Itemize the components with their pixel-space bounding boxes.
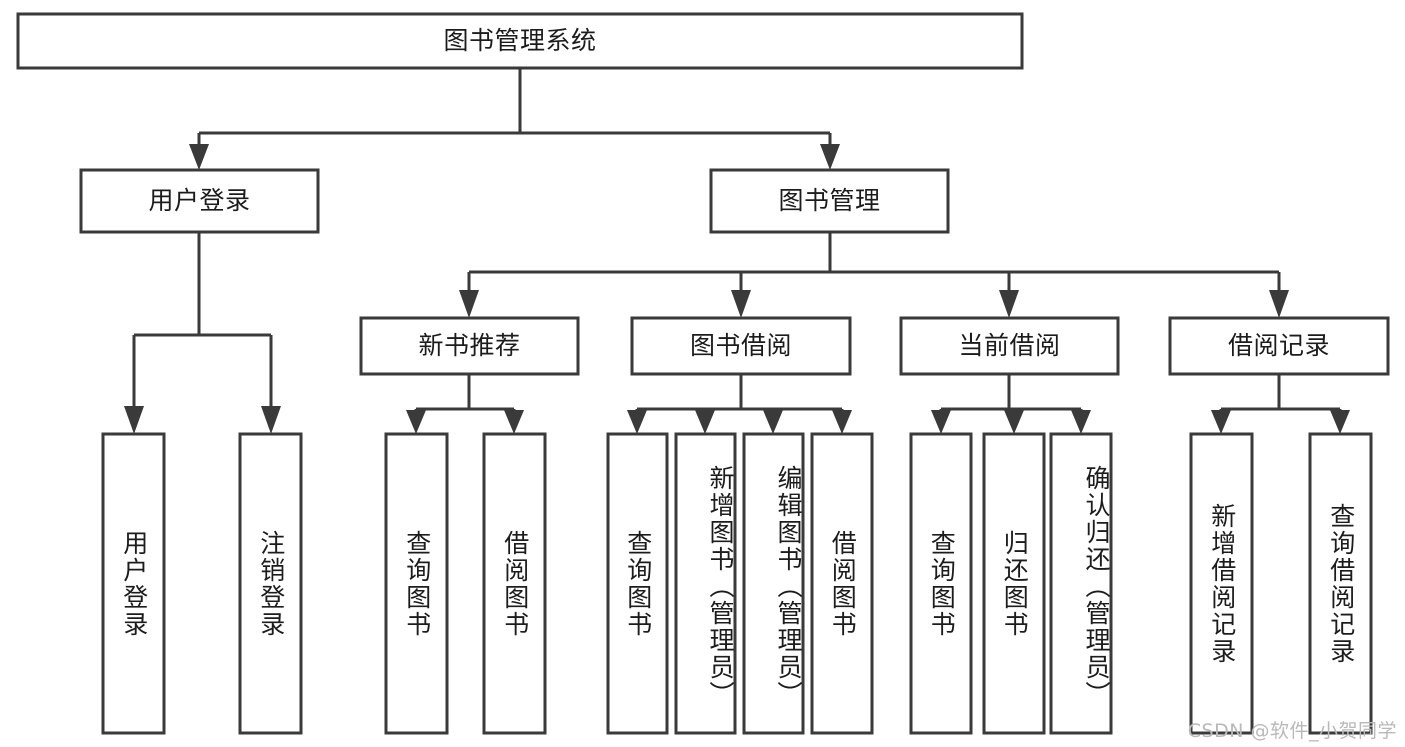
node-box-leaf-borrow-book-2[interactable]: [810, 432, 874, 735]
node-box-root[interactable]: [16, 12, 1024, 70]
arrowhead-borrow-record: [1269, 290, 1289, 318]
connector-group-user-login: [124, 232, 281, 434]
arrowhead-query-book-1: [406, 410, 426, 434]
node-box-leaf-borrow-book-1[interactable]: [482, 432, 547, 735]
arrowhead-leaf-user-login: [124, 406, 144, 434]
arrowhead-user-login: [189, 144, 209, 170]
arrowhead-book-mgmt: [820, 144, 840, 170]
node-box-leaf-confirm-return[interactable]: [1049, 432, 1113, 735]
arrowhead-query-book-3: [931, 410, 951, 434]
node-box-new-book-recommend[interactable]: [359, 316, 580, 376]
connector-group-new-book-rec: [406, 374, 524, 434]
arrowhead-borrow-book-1: [504, 410, 524, 434]
node-box-leaf-return-book[interactable]: [982, 432, 1046, 735]
connector-group-book-mgmt: [459, 232, 1289, 318]
arrowhead-confirm-return: [1071, 410, 1091, 434]
node-box-leaf-user-login[interactable]: [101, 432, 166, 735]
connector-group-borrow-record: [1211, 374, 1350, 434]
arrowhead-add-book: [695, 410, 715, 434]
arrowhead-query-record: [1330, 410, 1350, 434]
arrowhead-edit-book: [763, 410, 783, 434]
node-box-leaf-logout[interactable]: [238, 432, 303, 735]
node-box-book-management[interactable]: [709, 168, 950, 234]
node-box-user-login[interactable]: [79, 168, 320, 234]
node-box-current-borrow[interactable]: [899, 316, 1120, 376]
connector-group-current-borrow: [931, 374, 1091, 434]
arrowhead-return-book: [1004, 410, 1024, 434]
arrowhead-add-record: [1211, 410, 1231, 434]
node-box-leaf-edit-book[interactable]: [742, 432, 805, 735]
node-box-book-borrow[interactable]: [630, 316, 852, 376]
arrowhead-book-borrow: [731, 290, 751, 318]
arrowhead-new-book-rec: [459, 290, 479, 318]
node-box-leaf-query-book-2[interactable]: [606, 432, 669, 735]
node-box-leaf-query-book-1[interactable]: [384, 432, 449, 735]
node-box-leaf-query-book-3[interactable]: [909, 432, 973, 735]
arrowhead-leaf-logout: [261, 406, 281, 434]
arrowhead-current-borrow: [999, 290, 1019, 318]
connector-group-root: [189, 68, 840, 170]
node-box-leaf-add-record[interactable]: [1189, 432, 1254, 735]
connector-group-book-borrow: [627, 374, 852, 434]
node-box-leaf-add-book[interactable]: [674, 432, 737, 735]
node-box-borrow-record[interactable]: [1168, 316, 1390, 376]
arrowhead-query-book-2: [627, 410, 647, 434]
arrowhead-borrow-book-2: [832, 410, 852, 434]
watermark-text: CSDN @软件_小贺同学: [1187, 720, 1397, 742]
node-box-leaf-query-record[interactable]: [1308, 432, 1373, 735]
